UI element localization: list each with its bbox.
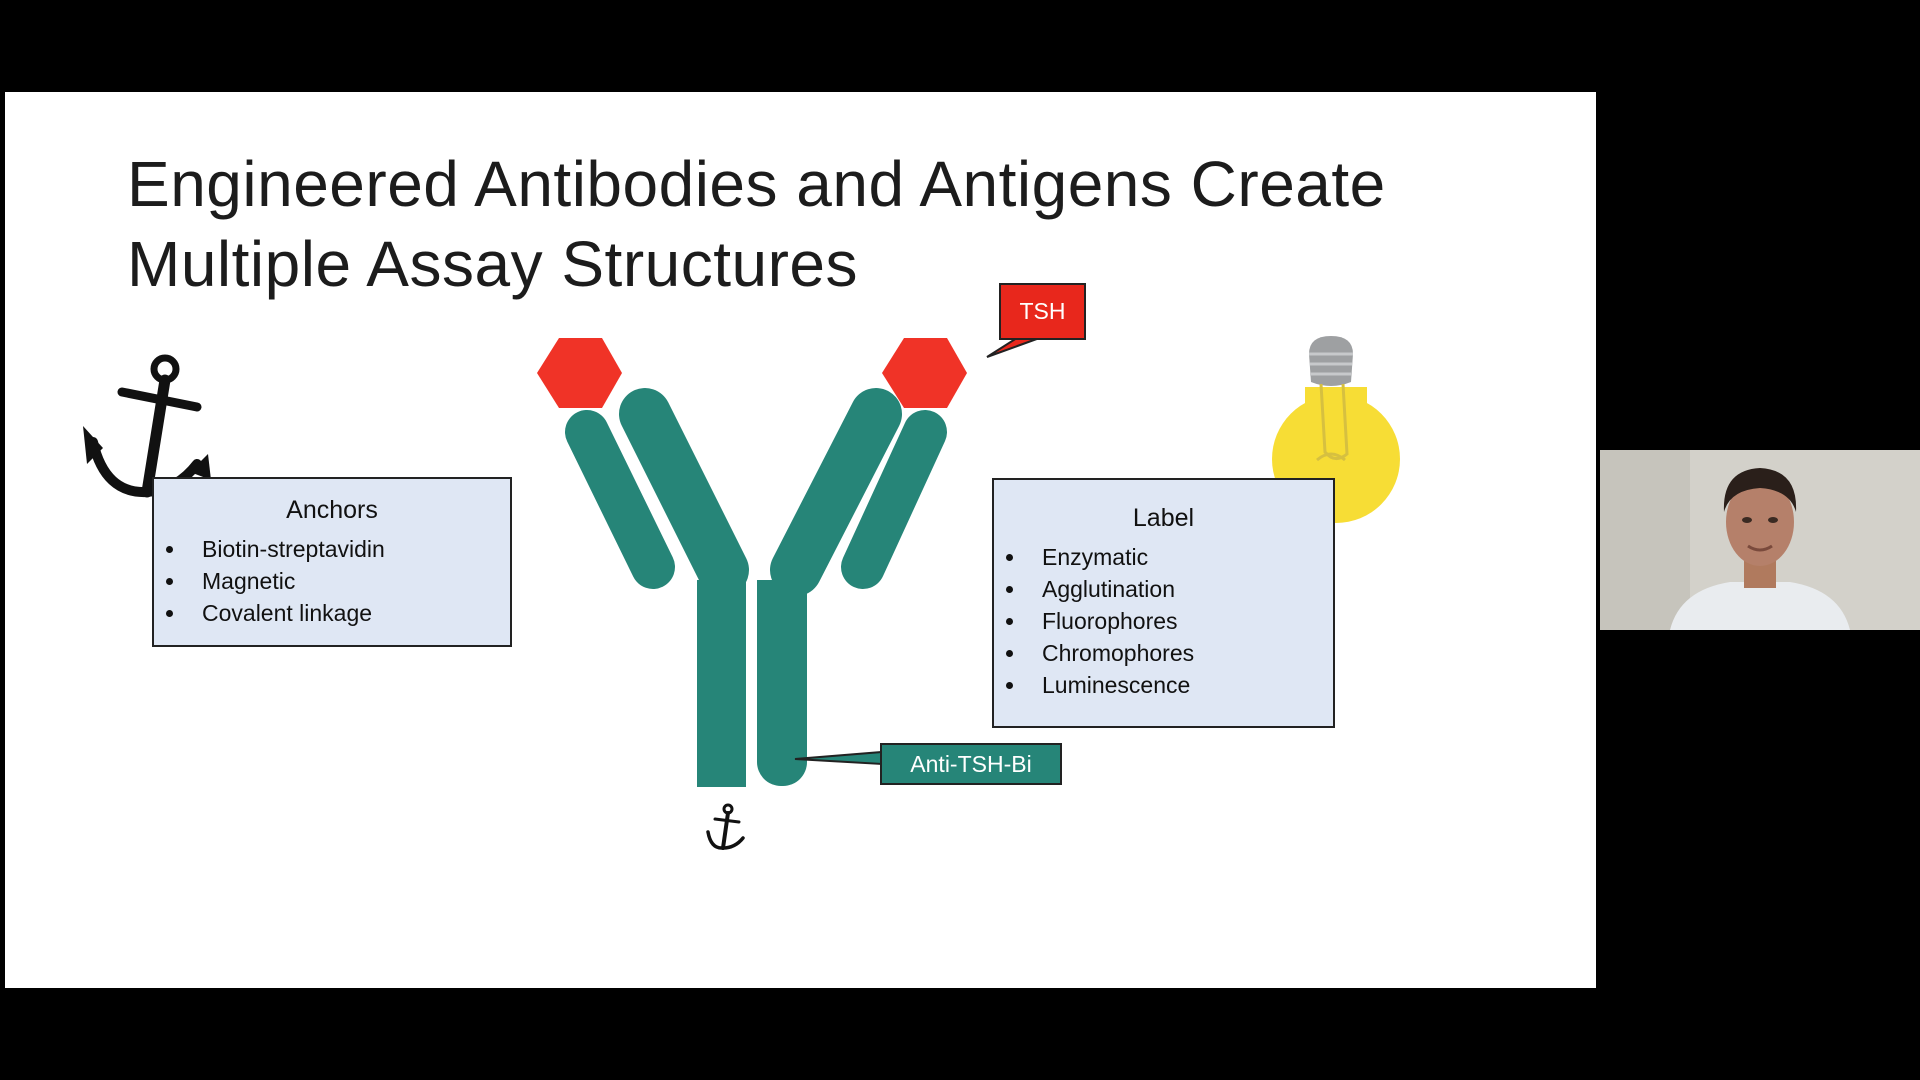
small-anchor-icon: [706, 803, 745, 850]
antibody-callout: Anti-TSH-Bi: [880, 743, 1062, 785]
label-heading: Label: [1132, 504, 1195, 532]
tsh-callout: TSH: [999, 283, 1086, 340]
list-item: Enzymatic: [994, 541, 1333, 573]
label-list: Enzymatic Agglutination Fluorophores Chr…: [994, 541, 1333, 701]
list-item: Biotin-streptavidin: [154, 533, 510, 565]
list-item: Covalent linkage: [154, 597, 510, 629]
presentation-slide: Engineered Antibodies and Antigens Creat…: [5, 92, 1596, 988]
presenter-video-frame: [1600, 450, 1920, 630]
hexagon-antigen-icon: [882, 338, 967, 408]
anchors-heading: Anchors: [286, 496, 378, 524]
list-item: Agglutination: [994, 573, 1333, 605]
antibody-shape: [565, 388, 947, 596]
slide-title: Engineered Antibodies and Antigens Creat…: [127, 148, 1386, 300]
anchors-box: Anchors Biotin-streptavidin Magnetic Cov…: [152, 477, 512, 647]
presenter-webcam: [1600, 450, 1920, 630]
anchors-list: Biotin-streptavidin Magnetic Covalent li…: [154, 533, 510, 629]
presenter-face: [1726, 478, 1794, 566]
hexagon-antigen-icon: [537, 338, 622, 408]
antibody-stem-left: [697, 580, 746, 787]
presenter-hair: [1723, 468, 1797, 512]
list-item: Luminescence: [994, 669, 1333, 701]
list-item: Fluorophores: [994, 605, 1333, 637]
anchor-icon: [83, 354, 211, 498]
list-item: Chromophores: [994, 637, 1333, 669]
antibody-diagram: [83, 335, 1400, 850]
presenter-shirt: [1670, 582, 1850, 630]
list-item: Magnetic: [154, 565, 510, 597]
label-box: Label Enzymatic Agglutination Fluorophor…: [992, 478, 1335, 728]
